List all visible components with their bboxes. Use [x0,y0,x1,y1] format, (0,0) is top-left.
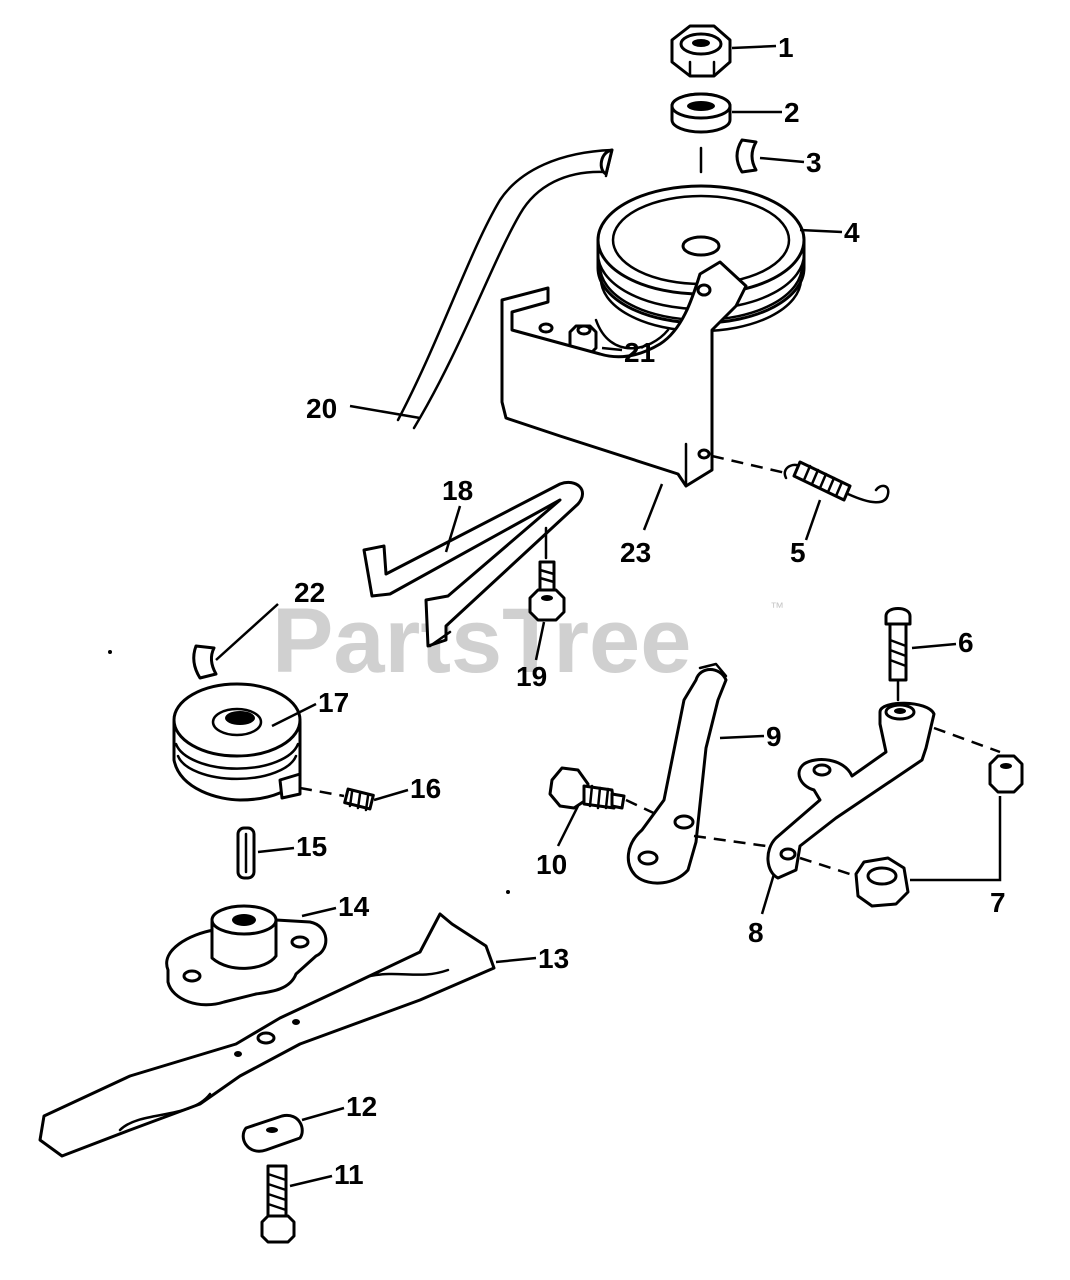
part-15-pin[interactable] [236,826,256,880]
arm-to-bracket-line [693,834,767,848]
callout-6: 6 [958,627,974,658]
part-14-spindle-hub[interactable] [165,904,328,1007]
bolt-to-arm-line [625,798,661,818]
part-7-nut-large[interactable] [854,856,910,908]
part-9-arm[interactable] [626,662,728,885]
callout-5: 5 [790,537,806,568]
callout-7: 7 [990,887,1006,918]
scan-dot [506,890,510,894]
part-17-small-pulley[interactable] [172,682,302,802]
callout-23: 23 [620,537,651,568]
part-12-washer[interactable] [241,1113,304,1153]
scan-dot [108,650,112,654]
callout-2: 2 [784,97,800,128]
callout-3: 3 [806,147,822,178]
callout-8: 8 [748,917,764,948]
callout-labels: 1 2 3 4 21 20 18 23 5 22 19 6 17 9 16 15… [294,32,1006,1190]
part-13-blade[interactable] [38,912,496,1158]
callout-13: 13 [538,943,569,974]
part-18-idler-arm[interactable] [362,481,584,648]
callout-19: 19 [516,661,547,692]
part-20-belt[interactable] [396,148,614,430]
bracket-to-large-nut-line [799,856,857,878]
callout-17: 17 [318,687,349,718]
callout-1: 1 [778,32,794,63]
callout-21: 21 [624,337,655,368]
callout-9: 9 [766,721,782,752]
callout-20: 20 [306,393,337,424]
part-7-nut-small[interactable] [988,754,1024,794]
callout-18: 18 [442,475,473,506]
part-19-bolt-nut[interactable] [528,526,566,622]
part-5-spring[interactable] [783,460,890,504]
spring-attach-line [711,454,791,476]
callout-14: 14 [338,891,370,922]
part-3-key[interactable] [735,138,758,174]
callout-22: 22 [294,577,325,608]
bracket-to-nut-line [933,726,1001,754]
set-screw-axis [299,786,345,798]
part-11-blade-bolt[interactable] [260,1164,296,1244]
part-16-set-screw[interactable] [343,787,375,812]
part-6-bolt[interactable] [884,607,912,702]
part-8-bracket[interactable] [766,701,936,880]
watermark-trademark: ™ [770,599,784,615]
part-2-washer[interactable] [670,92,732,134]
callout-15: 15 [296,831,327,862]
watermark-text: PartsTree [272,590,691,692]
leader-lines [215,44,957,1188]
part-10-shoulder-bolt[interactable] [548,766,626,810]
callout-12: 12 [346,1091,377,1122]
callout-11: 11 [334,1159,364,1190]
part-23-idler-bracket[interactable] [500,260,748,488]
callout-10: 10 [536,849,567,880]
callout-16: 16 [410,773,441,804]
part-22-key[interactable] [192,644,218,680]
part-1-hex-nut[interactable] [670,24,732,78]
leader-7-bracket [910,796,1002,882]
callout-4: 4 [844,217,860,248]
